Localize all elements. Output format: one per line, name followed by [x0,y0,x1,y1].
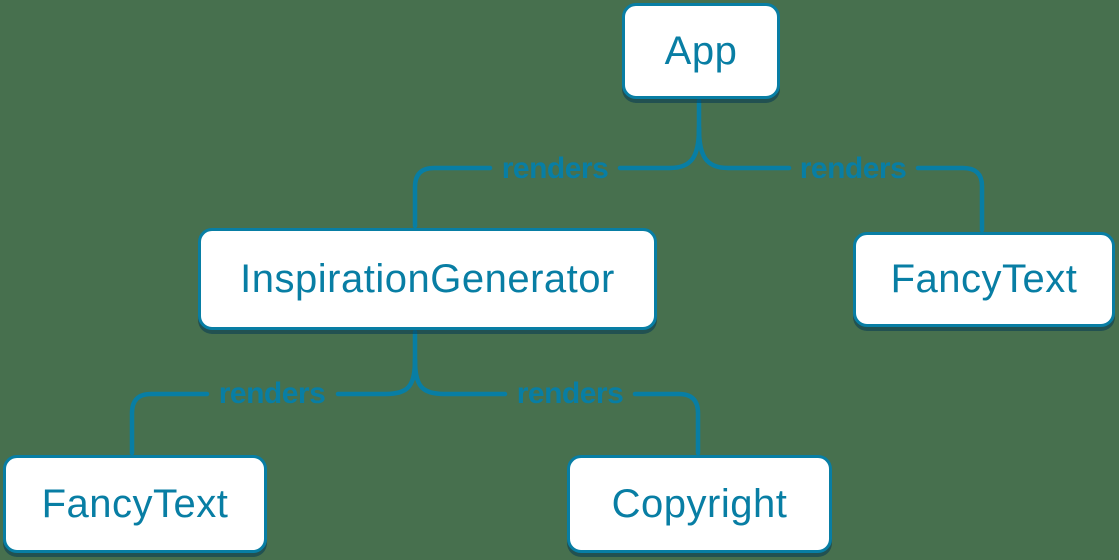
node-inspiration-generator: InspirationGenerator [198,228,657,330]
edge-inspirationgenerator-copyright-line [632,391,701,456]
edge-label-renders: renders [218,377,326,410]
edge-label-renders: renders [516,377,624,410]
edge-inspirationgenerator-copyright-line [412,357,508,397]
edge-inspirationgenerator-fancytext-line [335,357,418,397]
node-fancytext-right: FancyText [853,232,1115,327]
edge-label-renders: renders [501,152,609,185]
node-copyright: Copyright [567,455,832,553]
node-label: FancyText [41,481,229,526]
node-label: FancyText [890,257,1078,301]
edge-app-inspirationgenerator-line [617,125,702,171]
node-label: Copyright [611,481,788,526]
node-label: App [664,28,738,73]
edge-inspirationgenerator-fancytext-line [129,391,210,456]
edge-label-renders: renders [799,152,907,185]
node-app: App [622,3,780,99]
edge-app-fancytext-line [915,165,985,233]
node-fancytext-bottom-left: FancyText [3,455,267,553]
node-label: InspirationGenerator [240,256,615,301]
edge-app-fancytext-line [696,125,792,171]
edge-app-inspirationgenerator-line [412,165,493,229]
